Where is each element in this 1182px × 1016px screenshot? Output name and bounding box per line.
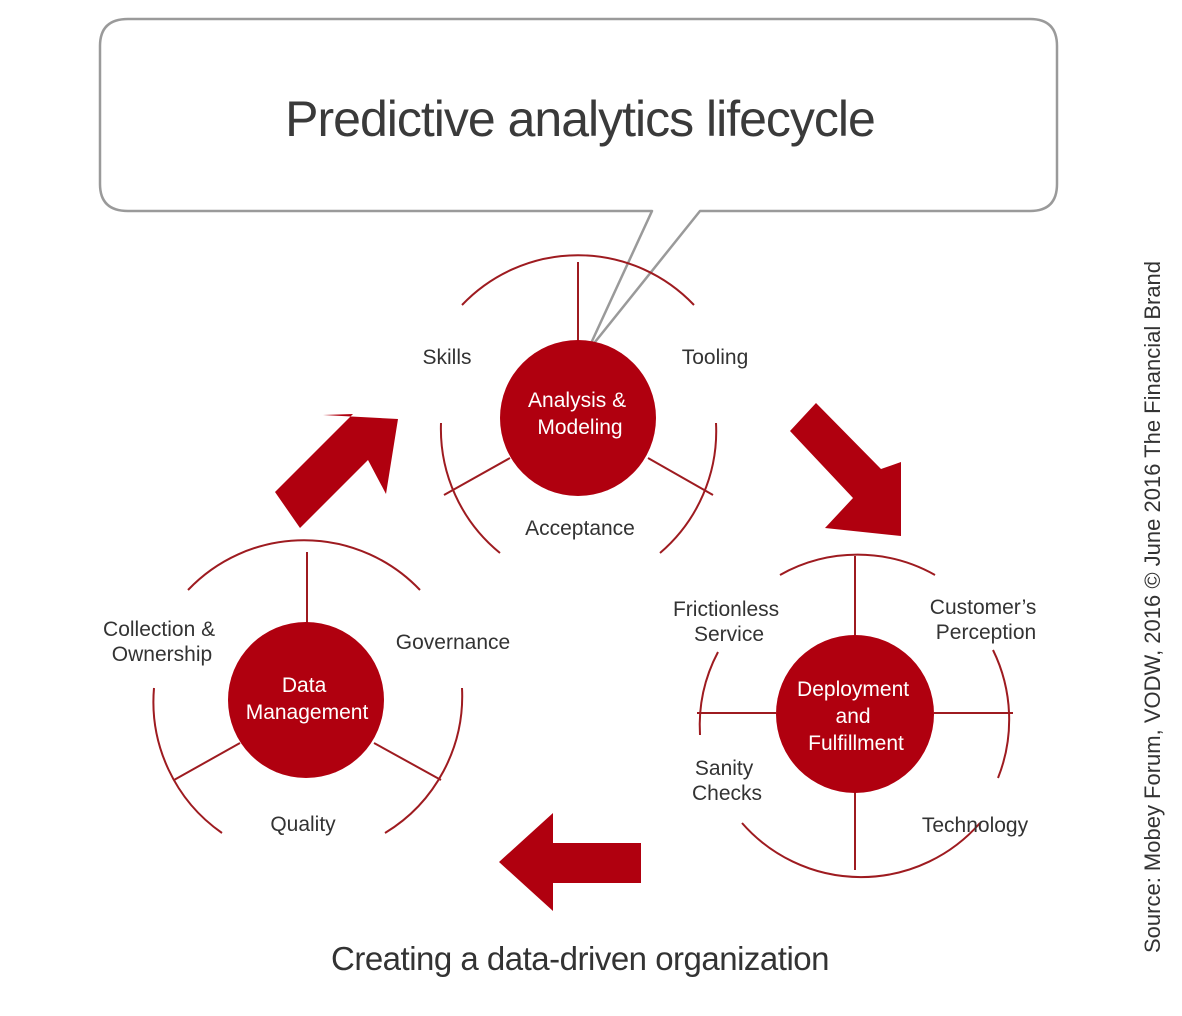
arc-left xyxy=(698,651,719,736)
spoke-lower-right xyxy=(647,457,714,496)
item-skills: Skills xyxy=(422,346,471,369)
arrow-up-right-icon xyxy=(275,414,398,528)
item-frictionless-service: Frictionless Service xyxy=(673,598,785,646)
arc-left xyxy=(152,687,223,834)
item-sanity-checks: Sanity Checks xyxy=(692,757,762,805)
hub-data-management xyxy=(228,622,384,778)
arrow-left-icon xyxy=(499,813,641,911)
page-title: Predictive analytics lifecycle xyxy=(285,91,875,147)
stage-analysis-modeling xyxy=(439,254,718,554)
arc-left xyxy=(439,422,501,554)
stage-data-management xyxy=(152,539,464,834)
item-tooling: Tooling xyxy=(682,346,749,369)
arc-upper xyxy=(461,254,695,306)
arc-right xyxy=(659,422,718,554)
arc-upper xyxy=(187,539,421,591)
hub-data-label: Data Management xyxy=(246,674,369,724)
item-governance: Governance xyxy=(396,631,510,654)
spoke-lower-right xyxy=(373,742,442,781)
arrow-down-right-icon xyxy=(790,403,901,536)
arc-right xyxy=(384,687,464,834)
spoke-lower-left xyxy=(173,742,241,781)
item-collection-ownership: Collection & Ownership xyxy=(103,618,221,666)
spoke-lower-left xyxy=(443,457,511,496)
stage-deployment-fulfillment xyxy=(697,553,1013,879)
hub-analysis-modeling xyxy=(500,340,656,496)
arc-bottom xyxy=(741,822,981,879)
item-quality: Quality xyxy=(270,813,336,836)
item-customers-perception: Customer’s Perception xyxy=(930,596,1042,644)
title-speech-bubble xyxy=(98,17,1059,354)
hub-deployment-fulfillment xyxy=(776,635,934,793)
item-technology: Technology xyxy=(922,814,1029,837)
item-acceptance: Acceptance xyxy=(525,517,635,540)
diagram-subtitle: Creating a data-driven organization xyxy=(331,940,829,977)
source-credit: Source: Mobey Forum, VODW, 2016 © June 2… xyxy=(1140,261,1165,953)
arc-top xyxy=(779,553,936,576)
hub-analysis-label: Analysis & Modeling xyxy=(528,389,632,439)
hub-deploy-label: Deployment and Fulfillment xyxy=(797,678,915,755)
